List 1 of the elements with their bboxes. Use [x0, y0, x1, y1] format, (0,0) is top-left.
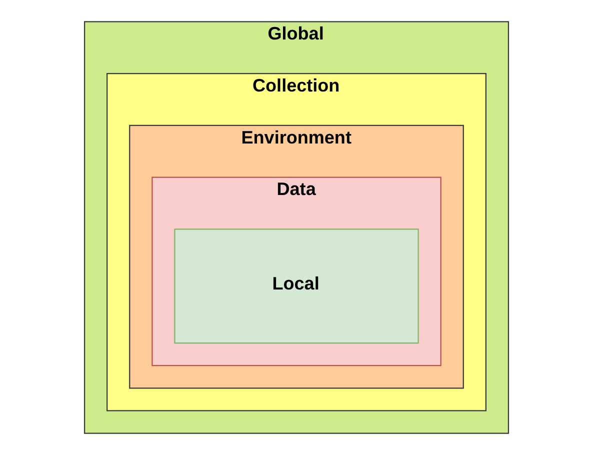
- node-box: Local: [174, 228, 418, 344]
